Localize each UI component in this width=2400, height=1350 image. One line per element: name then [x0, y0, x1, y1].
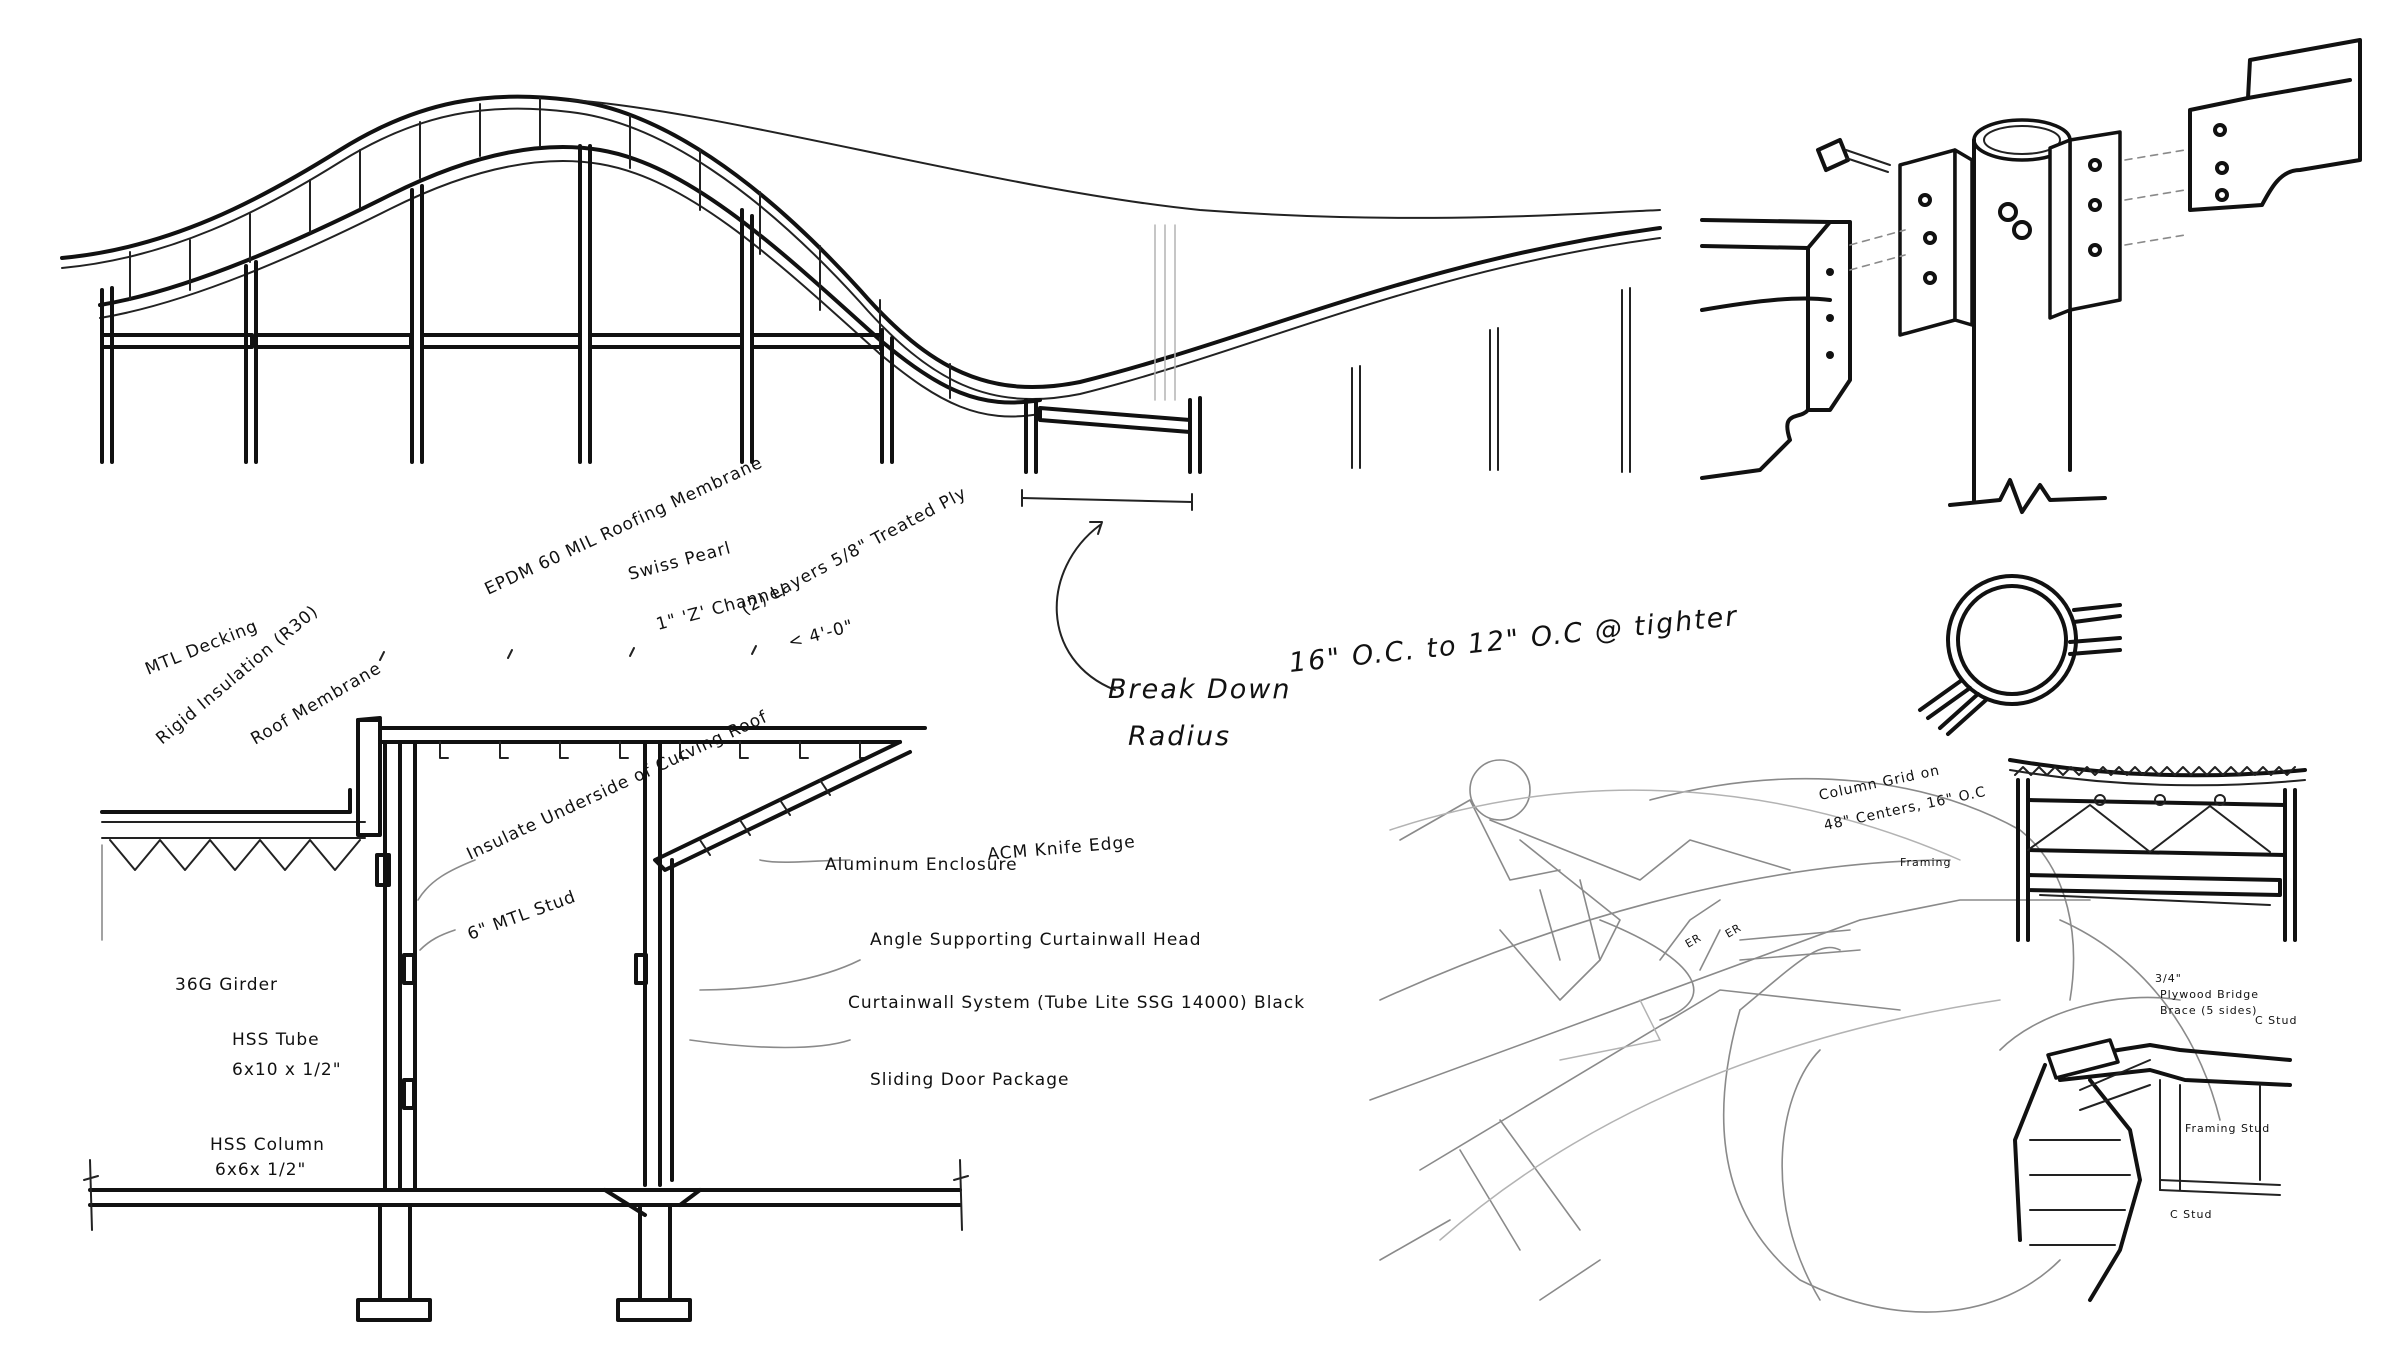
label-sliding-door: Sliding Door Package — [870, 1070, 1069, 1090]
label-acm-knife-edge: ACM Knife Edge — [987, 832, 1137, 865]
steel-connection-detail — [1700, 38, 2362, 514]
curving-roof-elevation — [60, 94, 1662, 691]
label-swiss-pearl: Swiss Pearl — [626, 538, 733, 585]
label-hss-column: HSS Column — [210, 1135, 325, 1155]
label-spacing: < 4'-0" — [786, 616, 856, 653]
framing-labels: Column Grid on 48" Centers, 16" O.C Fram… — [1818, 763, 2297, 1221]
label-c-stud-bottom: C Stud — [2170, 1208, 2212, 1221]
label-treated-ply: (2) Layers 5/8" Treated Ply — [738, 483, 970, 619]
label-epdm: EPDM 60 MIL Roofing Membrane — [482, 453, 766, 600]
break-down-radius: Radius — [1128, 721, 1231, 752]
label-plywood-size: 3/4" — [2155, 972, 2182, 985]
label-aluminum-enclosure: Aluminum Enclosure — [825, 855, 1018, 875]
label-hss-tube-size: 6x10 x 1/2" — [232, 1060, 342, 1080]
label-er-1: ER — [1683, 931, 1704, 951]
break-down-spacing: 16" O.C. to 12" O.C @ tighter — [1287, 601, 1739, 679]
label-er-2: ER — [1723, 921, 1744, 941]
column-section-circle — [1918, 574, 2122, 736]
label-angle-supporting: Angle Supporting Curtainwall Head — [870, 930, 1202, 950]
break-down-label: Break Down — [1108, 674, 1292, 705]
wall-section-detail — [83, 645, 969, 1322]
label-hss-column-size: 6x6x 1/2" — [215, 1160, 306, 1180]
label-mtl-stud: 6" MTL Stud — [465, 887, 579, 945]
label-plywood-bridge: Plywood Bridge — [2160, 988, 2259, 1001]
label-c-stud-top: C Stud — [2255, 1014, 2297, 1027]
pencil-perspective-sketch: ER ER — [1369, 759, 2221, 1313]
label-hss-tube: HSS Tube — [232, 1030, 320, 1050]
wall-section-labels: MTL Decking Rigid Insulation (R30) Roof … — [142, 453, 1305, 1180]
label-framing-stud: Framing Stud — [2185, 1122, 2270, 1135]
label-roof-membrane: Roof Membrane — [248, 658, 386, 749]
label-curtainwall-system: Curtainwall System (Tube Lite SSG 14000)… — [848, 993, 1305, 1013]
truss-framing-detail — [1999, 758, 2307, 1302]
label-framing: Framing — [1900, 856, 1952, 869]
label-girder: 36G Girder — [175, 975, 278, 995]
label-plywood-brace: Brace (5 sides) — [2160, 1004, 2257, 1017]
break-down-note: Break Down 16" O.C. to 12" O.C @ tighter… — [1108, 601, 1740, 752]
